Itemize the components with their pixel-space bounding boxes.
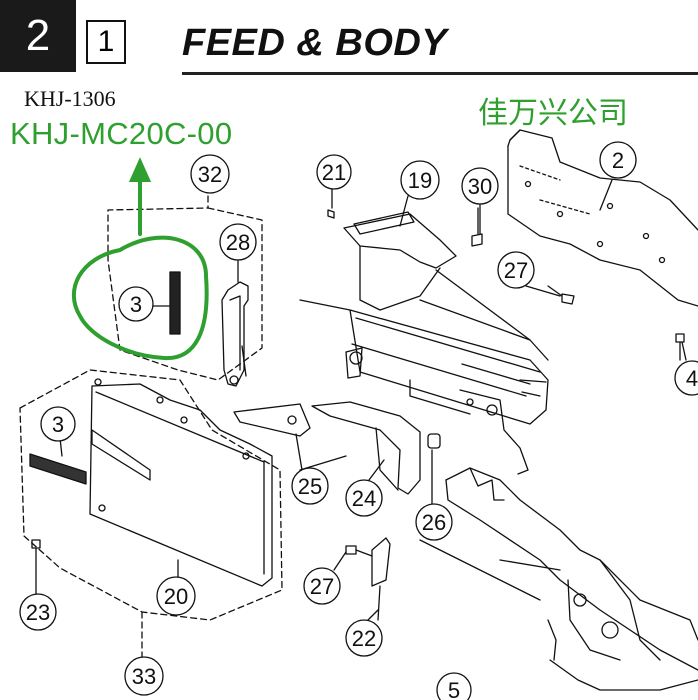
svg-text:2: 2 <box>612 148 624 173</box>
lever-part-28 <box>221 281 249 387</box>
green-highlight-annotation <box>71 157 209 361</box>
side-frame-part-2 <box>507 129 698 307</box>
company-watermark: 佳万兴公司 <box>478 96 628 131</box>
svg-text:4: 4 <box>686 366 698 391</box>
svg-text:20: 20 <box>164 584 188 609</box>
svg-text:19: 19 <box>408 168 432 193</box>
callout-2: 2 <box>599 141 637 179</box>
bracket-part-22 <box>371 537 391 621</box>
title-underline <box>182 72 698 75</box>
callout-23: 23 <box>19 593 57 631</box>
callout-5: 5 <box>436 672 472 700</box>
svg-text:5: 5 <box>448 678 460 700</box>
collar-part-26 <box>427 433 441 507</box>
section-number: 2 <box>0 0 76 72</box>
callout-20: 20 <box>156 576 196 616</box>
callout-28: 28 <box>219 223 257 261</box>
callout-25: 25 <box>291 467 329 505</box>
screw-part-23 <box>31 539 41 597</box>
assembly-33-box <box>19 369 283 659</box>
main-body-frame <box>343 211 549 475</box>
svg-text:27: 27 <box>504 258 528 283</box>
svg-text:23: 23 <box>26 600 50 625</box>
callout-30: 30 <box>461 167 499 205</box>
svg-text:3: 3 <box>130 292 142 317</box>
bracket-part-24 <box>311 401 421 495</box>
svg-text:27: 27 <box>310 574 334 599</box>
assembly-32-box <box>107 195 263 381</box>
svg-text:26: 26 <box>422 510 446 535</box>
khj-code-label: KHJ-1306 <box>24 86 116 111</box>
svg-text:32: 32 <box>198 162 222 187</box>
bolt-part-4 <box>675 333 685 361</box>
screw-part-27-upper <box>547 285 575 305</box>
callout-32: 32 <box>190 154 230 194</box>
callout-24: 24 <box>345 479 383 517</box>
callout-27-lower: 27 <box>303 567 341 605</box>
callout-22: 22 <box>345 619 383 657</box>
strip-part-3-lower <box>29 453 87 485</box>
svg-text:33: 33 <box>132 664 156 689</box>
plate-part-20 <box>89 378 273 587</box>
svg-text:24: 24 <box>352 486 376 511</box>
svg-text:21: 21 <box>322 160 346 185</box>
page-title: FEED & BODY <box>182 22 448 64</box>
callout-33: 33 <box>124 656 164 696</box>
callout-26: 26 <box>415 503 453 541</box>
svg-text:28: 28 <box>226 230 250 255</box>
svg-text:30: 30 <box>468 174 492 199</box>
model-code-label: KHJ-MC20C-00 <box>10 116 233 151</box>
callout-3-lower: 3 <box>40 406 76 442</box>
callout-3-upper: 3 <box>118 286 154 322</box>
spring-part-3-upper <box>169 271 181 335</box>
pin-part-21 <box>327 209 335 219</box>
svg-text:22: 22 <box>352 626 376 651</box>
screw-part-30 <box>471 207 483 247</box>
page-number-box: 1 <box>86 20 126 64</box>
lower-mechanism-part-5 <box>299 299 698 691</box>
callout-19: 19 <box>400 160 440 200</box>
screw-part-27-lower <box>345 545 373 557</box>
callout-21: 21 <box>316 154 352 190</box>
svg-text:3: 3 <box>52 412 64 437</box>
callout-4: 4 <box>674 360 698 396</box>
callout-27-upper: 27 <box>497 251 535 289</box>
svg-text:25: 25 <box>298 474 322 499</box>
link-part-25 <box>233 403 311 437</box>
